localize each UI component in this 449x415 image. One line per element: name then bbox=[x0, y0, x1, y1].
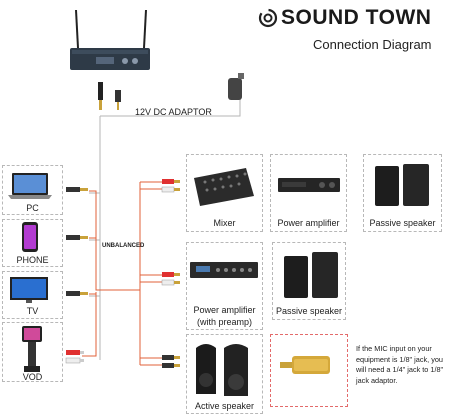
passive-speaker-top-label: Passive speaker bbox=[369, 218, 436, 228]
jack-adaptor-icon bbox=[280, 356, 330, 374]
power-amp-preamp-label-2: (with preamp) bbox=[196, 317, 252, 327]
active-speaker-icon bbox=[196, 344, 248, 396]
tv-box bbox=[2, 271, 63, 319]
passive-speaker-top-box bbox=[363, 154, 442, 232]
adaptor-note: If the MIC input on your equipment is 1/… bbox=[356, 344, 444, 385]
mixer-icon bbox=[194, 168, 254, 206]
power-amp-preamp-icon bbox=[190, 262, 258, 278]
page-subtitle: Connection Diagram bbox=[313, 37, 432, 52]
source-label-vod: VOD bbox=[22, 372, 43, 382]
passive-speaker-mid-icon bbox=[284, 252, 338, 298]
vod-kiosk-icon bbox=[22, 326, 42, 372]
pc-box bbox=[2, 165, 63, 215]
power-amp-box bbox=[270, 154, 347, 232]
brand-title: SOUND TOWN bbox=[281, 6, 432, 29]
source-label-phone: PHONE bbox=[16, 255, 49, 265]
power-amp-preamp-label-1: Power amplifier bbox=[193, 305, 256, 315]
laptop-icon bbox=[8, 173, 52, 199]
tv-icon bbox=[10, 277, 48, 303]
power-amplifier-label: Power amplifier bbox=[277, 218, 340, 228]
adaptor-label: 12V DC ADAPTOR bbox=[135, 107, 212, 117]
active-speaker-label: Active speaker bbox=[194, 401, 255, 411]
power-amplifier-icon bbox=[278, 178, 340, 192]
phone-icon bbox=[22, 222, 38, 252]
passive-speaker-mid-label: Passive speaker bbox=[275, 306, 343, 316]
passive-speaker-top-icon bbox=[375, 164, 429, 206]
source-connectors bbox=[65, 187, 88, 364]
receiver-jacks bbox=[98, 82, 121, 110]
mixer-label: Mixer bbox=[213, 218, 236, 228]
output-rca-plugs bbox=[161, 179, 180, 368]
passive-speaker-mid-box bbox=[272, 242, 346, 320]
wireless-receiver bbox=[70, 9, 150, 70]
sound-town-logo-icon bbox=[258, 8, 278, 28]
mixer-box bbox=[186, 154, 263, 232]
adaptor-note-box bbox=[270, 334, 348, 407]
phone-box bbox=[2, 219, 63, 267]
source-label-tv: TV bbox=[26, 306, 39, 316]
power-amp-preamp-box bbox=[186, 242, 263, 330]
dc-adaptor-icon bbox=[228, 73, 244, 100]
unbalanced-label: UNBALANCED bbox=[102, 243, 145, 249]
active-speaker-box bbox=[186, 334, 263, 414]
source-label-pc: PC bbox=[26, 203, 39, 213]
vod-box bbox=[2, 322, 63, 382]
